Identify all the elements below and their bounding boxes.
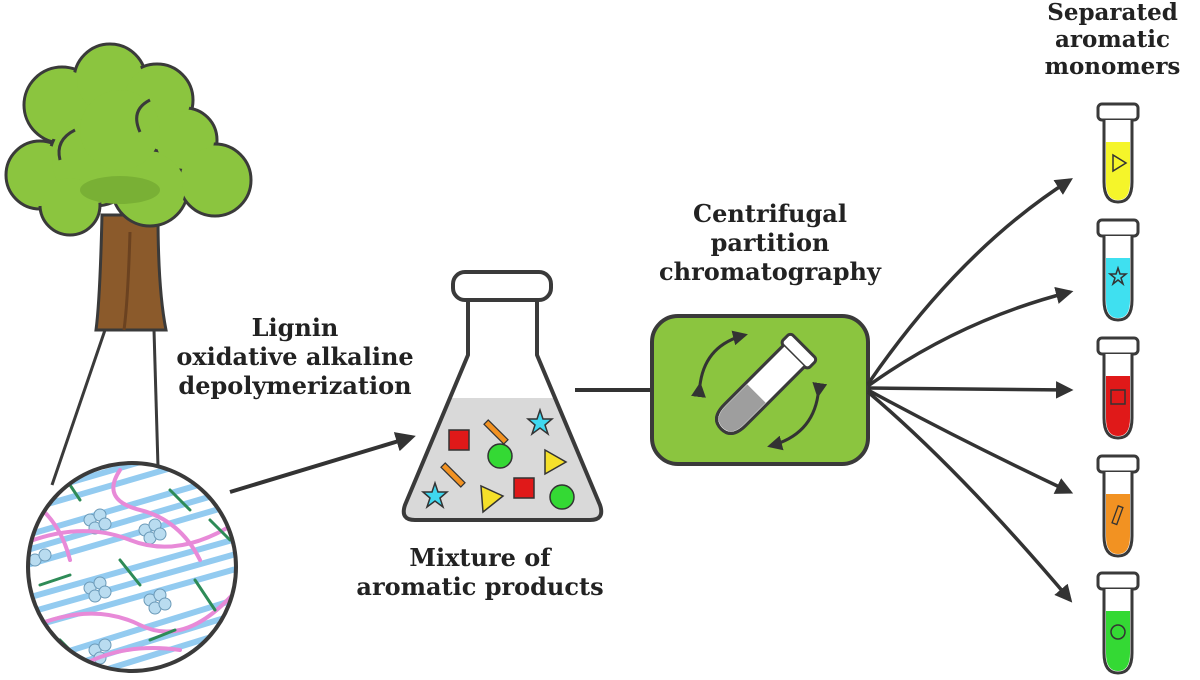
zoom-line-left xyxy=(50,329,107,486)
label-line: aromatic products xyxy=(356,571,604,601)
zoom-line-right xyxy=(152,329,160,468)
label-line: Lignin xyxy=(251,313,339,342)
label-line: Centrifugal xyxy=(693,199,847,228)
tree-icon xyxy=(4,42,253,332)
tube-marker-bar xyxy=(1111,505,1124,526)
tube-marker-triangle xyxy=(1112,153,1128,173)
tube-marker-square xyxy=(1110,389,1126,405)
flask-bar-2 xyxy=(440,462,466,488)
test-tube-yellow xyxy=(1096,102,1140,204)
fanout-arrows xyxy=(866,178,1074,603)
flask-triangle-1 xyxy=(544,448,568,476)
flask-triangle-2 xyxy=(480,484,505,514)
label-line: depolymerization xyxy=(178,370,412,400)
label-line: partition xyxy=(710,227,830,257)
tube-marker-circle xyxy=(1110,624,1126,640)
flask-square-2 xyxy=(513,477,535,499)
label-lignin-depolymerization: Lignin oxidative alkaline depolymerizati… xyxy=(150,313,440,400)
test-tube-red xyxy=(1096,336,1140,440)
flask-star-2 xyxy=(420,480,450,510)
lignocellulose-zoom-icon xyxy=(26,461,238,673)
label-line: chromatography xyxy=(659,256,881,286)
test-tube-cyan xyxy=(1096,218,1140,322)
label-line: oxidative alkaline xyxy=(176,341,414,371)
tube-marker-star xyxy=(1107,265,1129,287)
label-cpc: Centrifugal partition chromatography xyxy=(620,199,920,286)
test-tube-orange xyxy=(1096,454,1140,558)
centrifuge-icon xyxy=(650,314,870,466)
test-tube-green xyxy=(1096,571,1140,675)
flask-circle-1 xyxy=(487,443,513,469)
flask-circle-2 xyxy=(549,484,575,510)
label-line: Separated xyxy=(1047,0,1178,26)
label-line: Mixture of xyxy=(409,543,551,572)
flask-star-1 xyxy=(525,407,555,437)
flask-square-1 xyxy=(448,429,470,451)
label-separated-monomers: Separated aromatic monomers xyxy=(1020,0,1200,81)
label-line: aromatic xyxy=(1055,25,1170,53)
arrow-to-flask xyxy=(229,432,416,494)
flask-bar-1 xyxy=(483,419,509,445)
label-mixture: Mixture of aromatic products xyxy=(330,543,630,602)
label-line: monomers xyxy=(1044,52,1181,80)
